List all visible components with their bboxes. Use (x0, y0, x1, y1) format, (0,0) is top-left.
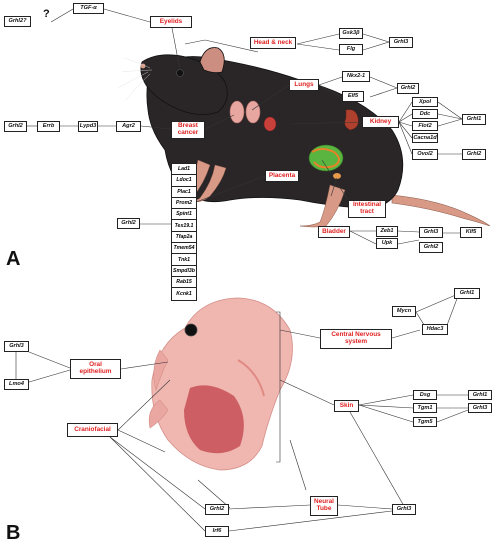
gene-ddc: Ddc (412, 109, 438, 119)
placenta-gene-item: Lad1 (172, 164, 196, 176)
gene-upk: Upk (376, 238, 398, 249)
organ-placenta: Placenta (265, 170, 299, 182)
gene-grhl2-bladder: Grhl2 (419, 242, 443, 253)
gene-grhl2-placenta: Grhl2 (117, 218, 140, 229)
organ-central-nervous-system: Central Nervous system (320, 329, 392, 349)
gene-grhl1-cns: Grhl1 (454, 288, 480, 299)
placenta-gene-item: Smpdl3b (172, 266, 196, 277)
panel-label-a: A (6, 248, 21, 270)
organ-craniofacial: Craniofacial (67, 423, 118, 437)
gene-grhl2-lungs: Grhl2 (397, 83, 419, 94)
gene-klf5: Klf5 (460, 227, 482, 238)
gene-grhl1-kidney: Grhl1 (462, 114, 486, 125)
gene-errb: Errb (37, 121, 60, 132)
panel-label-b: B (6, 522, 21, 544)
gene-lmo4: Lmo4 (4, 379, 29, 390)
placenta-gene-item: Plac1 (172, 187, 196, 198)
organ-lungs: Lungs (289, 79, 319, 91)
gene-tgm5: Tgm5 (413, 417, 437, 427)
placenta-gene-item: Ldoc1 (172, 175, 196, 187)
gene-grhl1-skin: Grhl1 (468, 390, 492, 400)
organ-intestinal-tract: Intestinal tract (348, 200, 386, 218)
gene-gsk3b: Gsk3β (339, 28, 363, 39)
gene-grhl3-head: Grhl3 (389, 37, 413, 48)
gene-tgfa: TGF-α (73, 3, 104, 14)
placenta-gene-item: Kcnk1 (176, 290, 192, 297)
gene-cacna1d: Cacna1d (412, 133, 438, 143)
placenta-gene-item: Tex19.1 (172, 220, 196, 232)
gene-grhl3-nt: Grhl3 (392, 504, 416, 515)
organ-eyelids: Eyelids (150, 16, 192, 28)
placenta-gene-item: Tfap2a (172, 232, 196, 244)
organ-bladder: Bladder (318, 226, 350, 238)
gene-tgm1: Tgm1 (413, 403, 437, 413)
gene-grhl3-bladder: Grhl3 (419, 227, 443, 238)
gene-mycn: Mycn (392, 306, 416, 317)
placenta-gene-item: Tmem54 (172, 243, 196, 255)
placenta-gene-item: Prom2 (172, 198, 196, 210)
placenta-gene-item: Spint1 (172, 209, 196, 221)
gene-grhl2-eyelid: Grhl2? (4, 16, 31, 27)
gene-elf5: Elf5 (342, 91, 364, 102)
gene-ovol2: Ovol2 (412, 149, 438, 160)
gene-grhl3-oral: Grhl3 (4, 341, 29, 352)
question-mark: ? (43, 8, 50, 20)
gene-flot2: Flot2 (412, 121, 438, 131)
gene-grhl2-kidney: Grhl2 (462, 149, 486, 160)
gene-dsg: Dsg (413, 390, 437, 400)
gene-irf6: Irf6 (205, 526, 229, 537)
gene-grhl3-skin: Grhl3 (468, 403, 492, 413)
organ-breast-cancer: Breast cancer (171, 121, 205, 139)
gene-agr2: Agr2 (116, 121, 141, 132)
organ-oral-epithelium: Oral epithelium (70, 359, 121, 379)
panel-b-lines (15, 293, 469, 532)
placenta-gene-item: Rab15 (172, 277, 196, 289)
organ-neural-tube: Neural Tube (310, 496, 338, 516)
gene-hdac3: Hdac3 (422, 324, 448, 335)
gene-xpol: Xpol (412, 97, 438, 107)
organ-head-neck: Head & neck (250, 37, 296, 49)
panel-a-lines (27, 8, 463, 245)
gene-flg: Flg (339, 44, 363, 55)
gene-zeb1: Zeb1 (376, 226, 398, 237)
placenta-gene-item: Tnk1 (172, 254, 196, 266)
gene-grhl2-nt: Grhl2 (205, 504, 229, 515)
organ-kidney: Kidney (362, 116, 399, 128)
organ-skin: Skin (334, 400, 359, 412)
gene-nkx21: Nkx2-1 (342, 71, 370, 82)
gene-lypd3: Lypd3 (78, 121, 98, 132)
gene-grhl2-breast: Grhl2 (4, 121, 27, 132)
mouse-illustration (117, 47, 491, 228)
embryo-illustration (148, 297, 293, 471)
